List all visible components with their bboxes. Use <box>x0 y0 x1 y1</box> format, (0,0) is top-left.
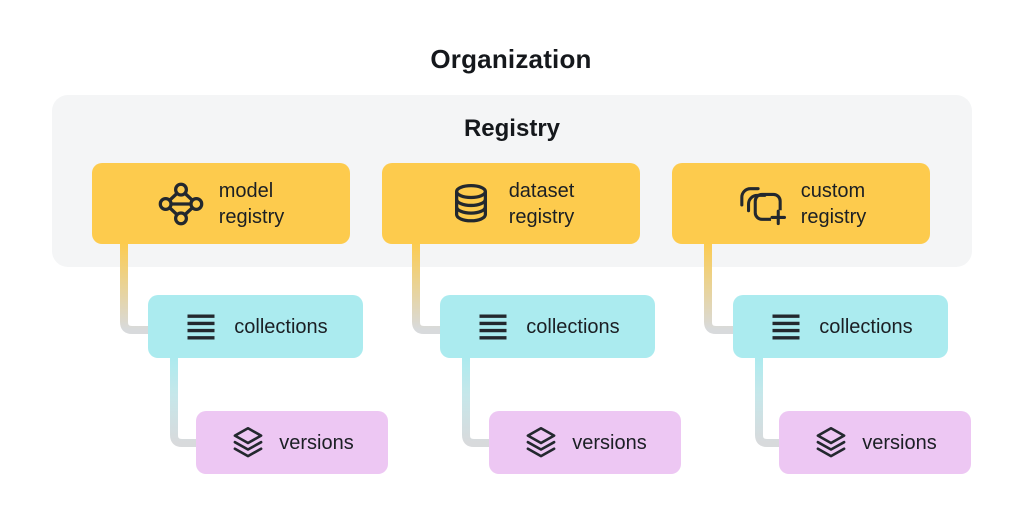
model-network-icon <box>158 181 204 227</box>
collections-label: collections <box>526 315 620 338</box>
collections-box-3: collections <box>733 295 948 358</box>
connector-collections-to-versions-3 <box>755 356 779 447</box>
connector-model-to-collections <box>120 242 148 334</box>
layers-icon <box>230 425 266 461</box>
versions-label: versions <box>862 431 937 454</box>
versions-label: versions <box>572 431 647 454</box>
connector-custom-to-collections <box>704 242 733 334</box>
list-icon <box>768 309 804 345</box>
versions-box-3: versions <box>779 411 971 474</box>
layers-icon <box>813 425 849 461</box>
layers-icon <box>523 425 559 461</box>
collections-label: collections <box>819 315 913 338</box>
page-title: Organization <box>430 44 592 74</box>
collections-box-2: collections <box>440 295 655 358</box>
collections-label: collections <box>234 315 328 338</box>
versions-box-2: versions <box>489 411 681 474</box>
versions-box-1: versions <box>196 411 388 474</box>
connector-collections-to-versions-1 <box>170 356 196 447</box>
database-icon <box>448 181 494 227</box>
connector-collections-to-versions-2 <box>462 356 489 447</box>
list-icon <box>475 309 511 345</box>
connector-dataset-to-collections <box>412 242 440 334</box>
collections-box-1: collections <box>148 295 363 358</box>
list-icon <box>183 309 219 345</box>
versions-label: versions <box>279 431 354 454</box>
registry-panel-label: Registry <box>463 115 561 142</box>
stacked-squares-plus-icon <box>736 181 786 227</box>
